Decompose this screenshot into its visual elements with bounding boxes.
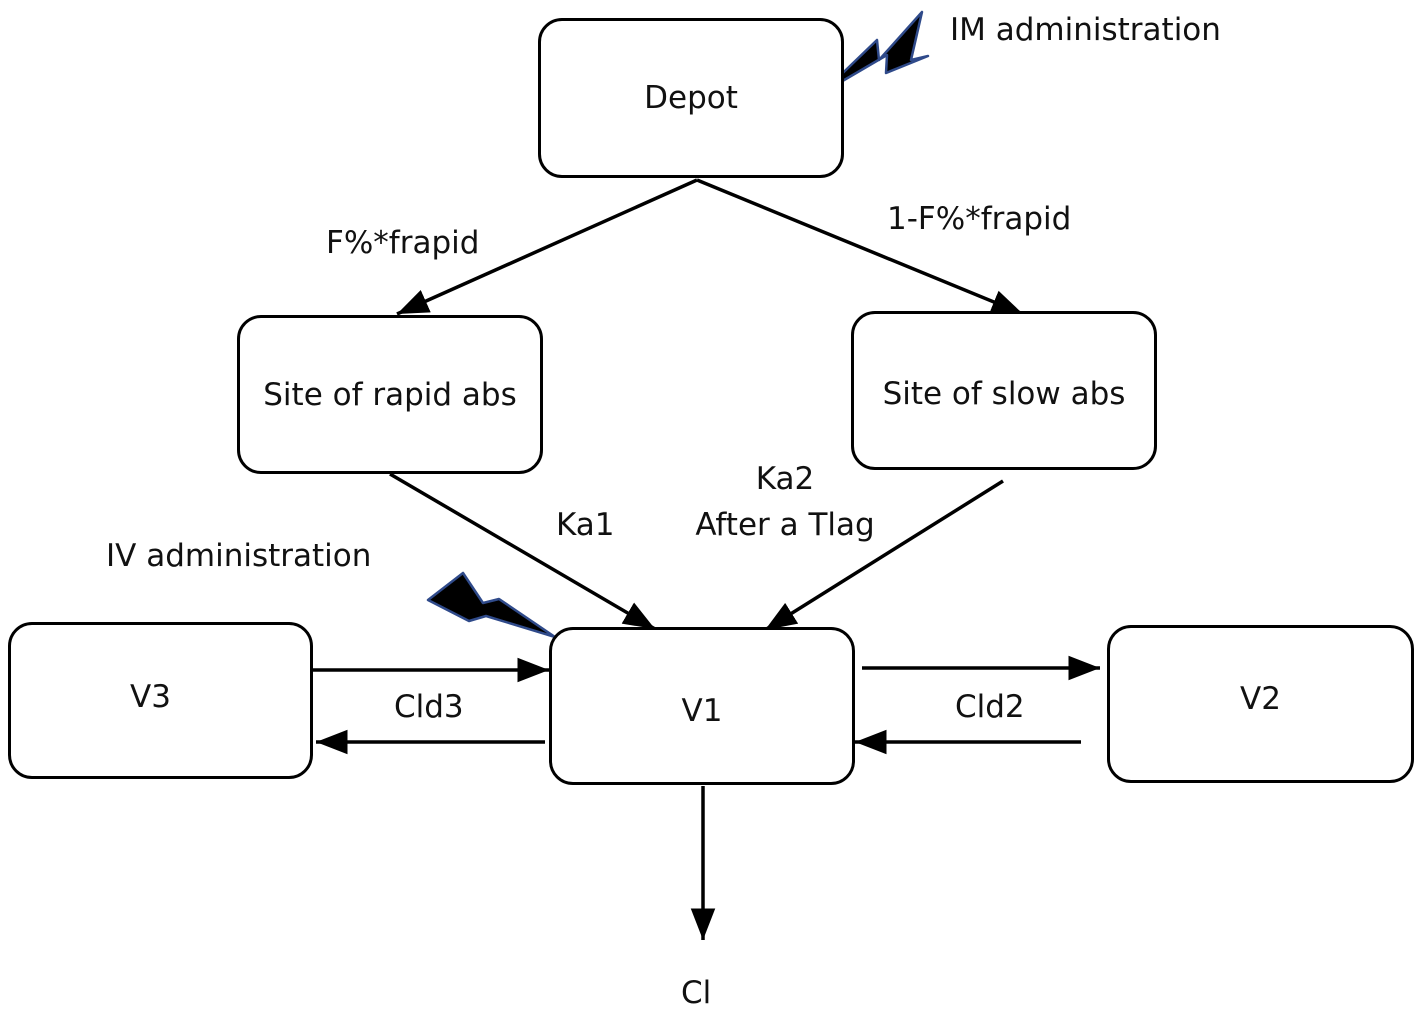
v2-label: V2 (1240, 681, 1281, 717)
depot-node: Depot (538, 18, 844, 178)
im-administration-label: IM administration (950, 12, 1221, 48)
cl-label: Cl (681, 975, 712, 1011)
iv-lightning-icon (426, 571, 557, 639)
v1-node: V1 (549, 627, 855, 785)
v2-node: V2 (1107, 625, 1414, 783)
depot-label: Depot (644, 80, 738, 116)
slow-site-label: Site of slow abs (882, 375, 1126, 412)
arrow-rapid-to-v1 (389, 472, 656, 631)
arrow-slow-to-v1 (764, 479, 1004, 632)
rapid-site-node: Site of rapid abs (237, 315, 543, 474)
cld2-label: Cld2 (955, 689, 1025, 725)
v3-label: V3 (130, 678, 171, 715)
tlag-label: After a Tlag (695, 507, 875, 543)
rapid-site-label: Site of rapid abs (263, 376, 517, 413)
ka1-label: Ka1 (556, 507, 615, 543)
iv-administration-label: IV administration (106, 538, 372, 574)
ka2-label: Ka2 (755, 461, 815, 497)
cld3-label: Cld3 (394, 689, 464, 725)
f-slow-label: 1-F%*frapid (887, 201, 1072, 237)
slow-site-node: Site of slow abs (851, 311, 1157, 470)
im-lightning-icon (820, 10, 930, 95)
ka2-label-group: Ka2 After a Tlag (690, 456, 880, 548)
arrow-depot-to-slow (696, 178, 1024, 316)
f-rapid-label: F%*frapid (326, 225, 480, 261)
v1-label: V1 (681, 693, 723, 729)
arrow-depot-to-rapid (396, 178, 698, 316)
v3-node: V3 (8, 622, 313, 779)
